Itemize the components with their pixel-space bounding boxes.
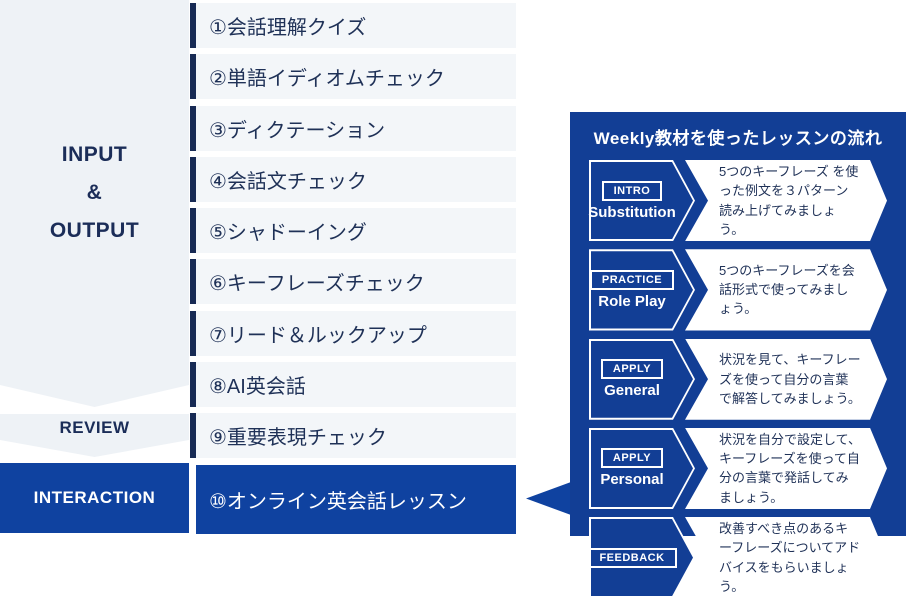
step-item-10: ⑩オンライン英会話レッスン (196, 464, 516, 534)
lesson-phase-row-feedback: FEEDBACK 改善すべき点のあるキーフレーズについてアドバイスをもらいましょ… (587, 517, 887, 598)
phase-description-banner: 5つのキーフレーズを会話形式で使ってみましょう。 (685, 249, 887, 330)
step-item-2: ②単語イディオムチェック (190, 54, 516, 100)
output-label-line: OUTPUT (49, 218, 140, 242)
phase-label-arrow: PRACTICE Role Play (589, 249, 695, 330)
panel-title: Weekly教材を使ったレッスンの流れ (593, 129, 883, 148)
arrow-fill-shape (591, 430, 693, 507)
step-item-3: ③ディクテーション (190, 105, 516, 151)
phase-subtitle: Role Play (598, 292, 666, 310)
ampersand-label-line: & (86, 180, 103, 204)
phase-label-content: APPLY General (589, 339, 675, 420)
interaction-label: INTERACTION (0, 463, 189, 533)
input-output-label: INPUT & OUTPUT (0, 0, 189, 385)
lesson-phase-row-intro: INTRO Substitution 5つのキーフレーズ を使った例文を３パター… (588, 160, 887, 241)
phase-subtitle: General (604, 382, 660, 400)
phase-tag: FEEDBACK (587, 547, 677, 568)
flow-arrow-left-icon (526, 482, 571, 515)
arrow-fill-shape (591, 341, 693, 418)
phase-description-banner: 状況を自分で設定して、キーフレーズを使って自分の言葉で発話してみましょう。 (685, 428, 887, 509)
phase-label-content: INTRO Substitution (588, 160, 676, 241)
step-item-4: ④会話文チェック (190, 156, 516, 202)
phase-tag: APPLY (600, 359, 664, 380)
phase-label-content: PRACTICE Role Play (589, 249, 675, 330)
input-output-arrow-shape (0, 0, 189, 407)
arrow-fill-shape (591, 251, 693, 328)
panel-rows: INTRO Substitution 5つのキーフレーズ を使った例文を３パター… (587, 160, 887, 598)
review-label: REVIEW (59, 418, 130, 437)
phase-tag: INTRO (601, 180, 663, 201)
phase-tag: PRACTICE (589, 269, 675, 290)
input-label-line: INPUT (61, 142, 128, 166)
phase-label-arrow: APPLY General (589, 339, 695, 420)
phase-description-banner: 5つのキーフレーズ を使った例文を３パターン読み上げてみましょう。 (685, 160, 887, 241)
step-item-9: ⑨重要表現チェック (190, 413, 516, 459)
phase-description-banner: 改善すべき点のあるキーフレーズについてアドバイスをもらいましょう。 (685, 517, 887, 598)
lesson-steps-list: ①会話理解クイズ ②単語イディオムチェック ③ディクテーション ④会話文チェック… (190, 3, 516, 534)
phase-description-banner: 状況を見て、キーフレーズを使って自分の言葉で解答してみましょう。 (685, 339, 887, 420)
phase-label-arrow: FEEDBACK (587, 517, 695, 598)
phase-label-content: FEEDBACK (587, 517, 677, 598)
step-item-5: ⑤シャドーイング (190, 208, 516, 254)
weekly-lesson-flow-panel: Weekly教材を使ったレッスンの流れ INTRO Substitution 5… (570, 112, 906, 536)
phase-tag: APPLY (600, 448, 664, 469)
lesson-phase-row-apply-general: APPLY General 状況を見て、キーフレーズを使って自分の言葉で解答して… (589, 339, 887, 420)
phase-subtitle: Substitution (588, 203, 676, 221)
step-item-7: ⑦リード＆ルックアップ (190, 310, 516, 356)
step-item-6: ⑥キーフレーズチェック (190, 259, 516, 305)
step-item-1: ①会話理解クイズ (190, 3, 516, 48)
phase-label-arrow: APPLY Personal (589, 428, 695, 509)
phase-label-arrow: INTRO Substitution (588, 160, 695, 241)
phase-subtitle: Personal (600, 471, 664, 489)
lesson-phase-row-practice: PRACTICE Role Play 5つのキーフレーズを会話形式で使ってみまし… (589, 249, 887, 330)
lesson-phase-row-apply-personal: APPLY Personal 状況を自分で設定して、キーフレーズを使って自分の言… (589, 428, 887, 509)
arrow-fill-shape (591, 162, 693, 239)
phase-label-content: APPLY Personal (589, 428, 675, 509)
step-item-8: ⑧AI英会話 (190, 362, 516, 408)
